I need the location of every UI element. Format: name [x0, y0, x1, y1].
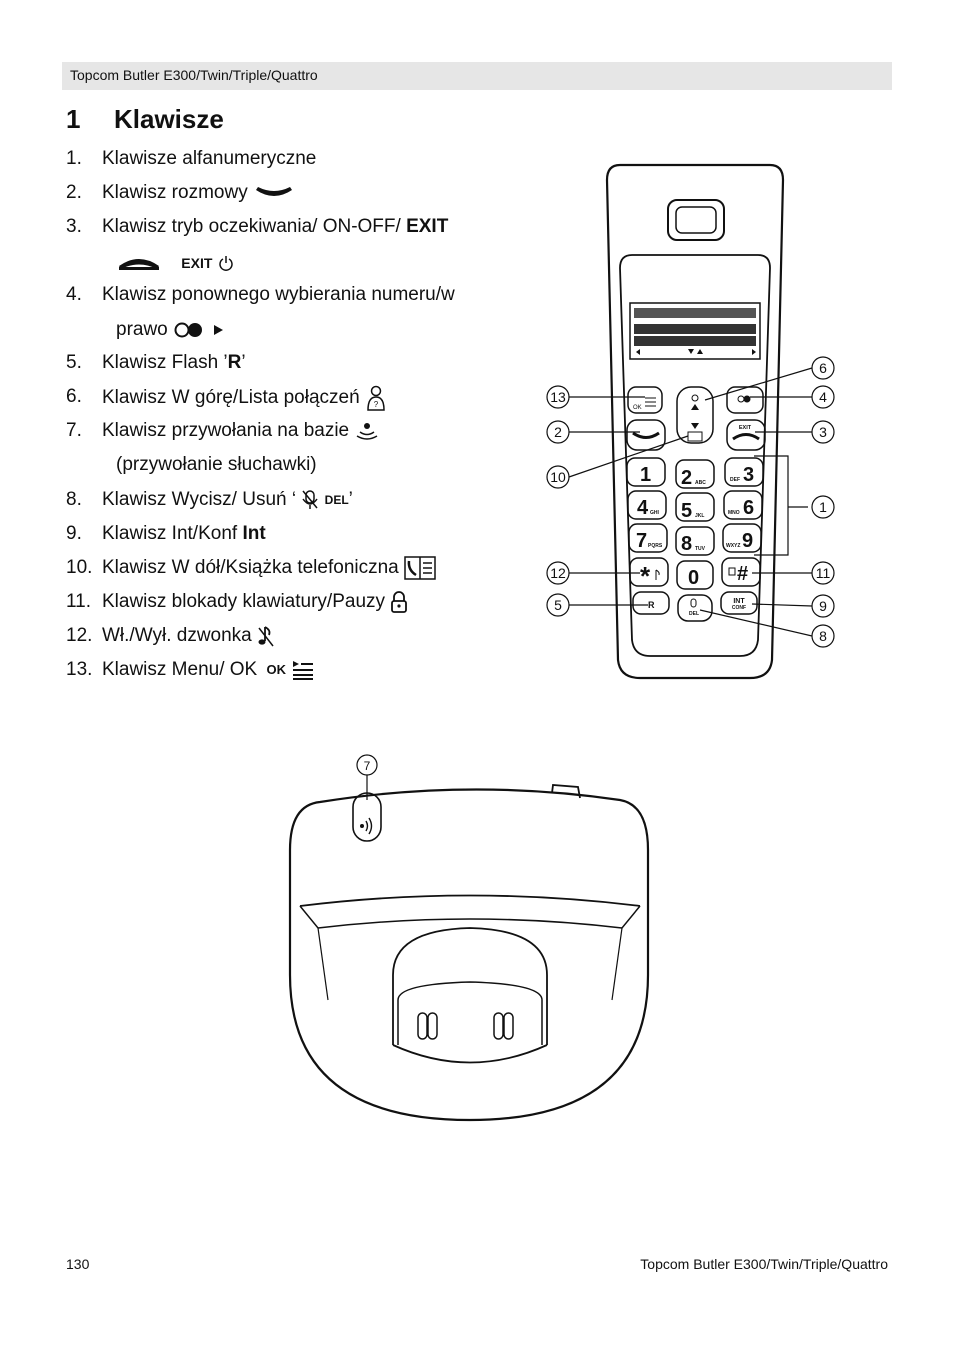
callout-11: 11 [816, 565, 831, 581]
phonebook-icon [404, 556, 436, 580]
key-4-letters: GHI [650, 510, 660, 516]
key-2: 2 [681, 467, 692, 489]
key-exit-label: EXIT [739, 425, 752, 431]
footer-title: Topcom Butler E300/Twin/Triple/Quattro [640, 1256, 888, 1272]
key-5: 5 [681, 500, 692, 522]
callout-5: 5 [554, 597, 562, 613]
talk-key-icon [255, 186, 292, 196]
callout-13: 13 [550, 389, 566, 405]
power-icon [218, 256, 233, 271]
key-9-letters: WXYZ [726, 543, 740, 549]
key-1: 1 [640, 464, 651, 486]
callout-6: 6 [819, 360, 827, 376]
redial-icon [174, 322, 203, 338]
key-int: INT [733, 598, 745, 605]
right-arrow-icon [214, 324, 224, 335]
callout-7: 7 [364, 759, 371, 773]
base-station-diagram: 7 [288, 754, 650, 1122]
ok-label: OK [266, 662, 287, 677]
callout-1: 1 [819, 499, 827, 515]
del-label: DEL [324, 493, 349, 507]
key-0: 0 [688, 567, 699, 589]
hangup-key-icon [119, 259, 159, 270]
handset-diagram: OK EXIT 1 2 ABC DEF 3 4 GHI 5 JKL [546, 163, 835, 680]
key-4: 4 [637, 497, 649, 519]
page-number: 130 [66, 1256, 90, 1272]
key-ok-label: OK [633, 405, 642, 411]
key-r: R [648, 600, 655, 610]
mute-mic-icon [302, 490, 318, 509]
key-7-letters: PQRS [648, 543, 663, 549]
key-5-letters: JKL [695, 513, 704, 519]
key-6-letters: MNO [728, 510, 740, 516]
callout-9: 9 [819, 598, 827, 614]
callout-4: 4 [819, 389, 827, 405]
exit-label: EXIT [181, 255, 213, 271]
lock-icon [391, 591, 408, 613]
key-del-label: DEL [689, 611, 699, 617]
section-title: Klawisze [114, 104, 224, 134]
section-number: 1 [66, 104, 81, 134]
key-3: 3 [743, 464, 754, 486]
key-conf: CONF [732, 605, 746, 611]
key-8-letters: TUV [695, 546, 706, 552]
key-3-letters: DEF [730, 477, 740, 483]
key-7: 7 [636, 530, 647, 552]
callout-2: 2 [554, 424, 562, 440]
key-6: 6 [743, 497, 754, 519]
callout-8: 8 [819, 628, 827, 644]
callout-10: 10 [550, 469, 566, 485]
header-bar: Topcom Butler E300/Twin/Triple/Quattro [62, 62, 892, 90]
call-list-icon: ? [367, 385, 385, 411]
svg-text:?: ? [374, 400, 379, 409]
menu-icon [293, 661, 314, 680]
key-9: 9 [742, 530, 753, 552]
key-8: 8 [681, 533, 692, 555]
paging-icon [357, 422, 378, 440]
section-heading: 1 Klawisze [66, 104, 224, 135]
ringer-off-icon [258, 626, 274, 647]
key-star: * [640, 561, 651, 591]
key-hash: # [737, 563, 748, 585]
header-title: Topcom Butler E300/Twin/Triple/Quattro [70, 67, 318, 83]
callout-3: 3 [819, 424, 827, 440]
callout-12: 12 [550, 565, 566, 581]
key-2-letters: ABC [695, 480, 706, 486]
